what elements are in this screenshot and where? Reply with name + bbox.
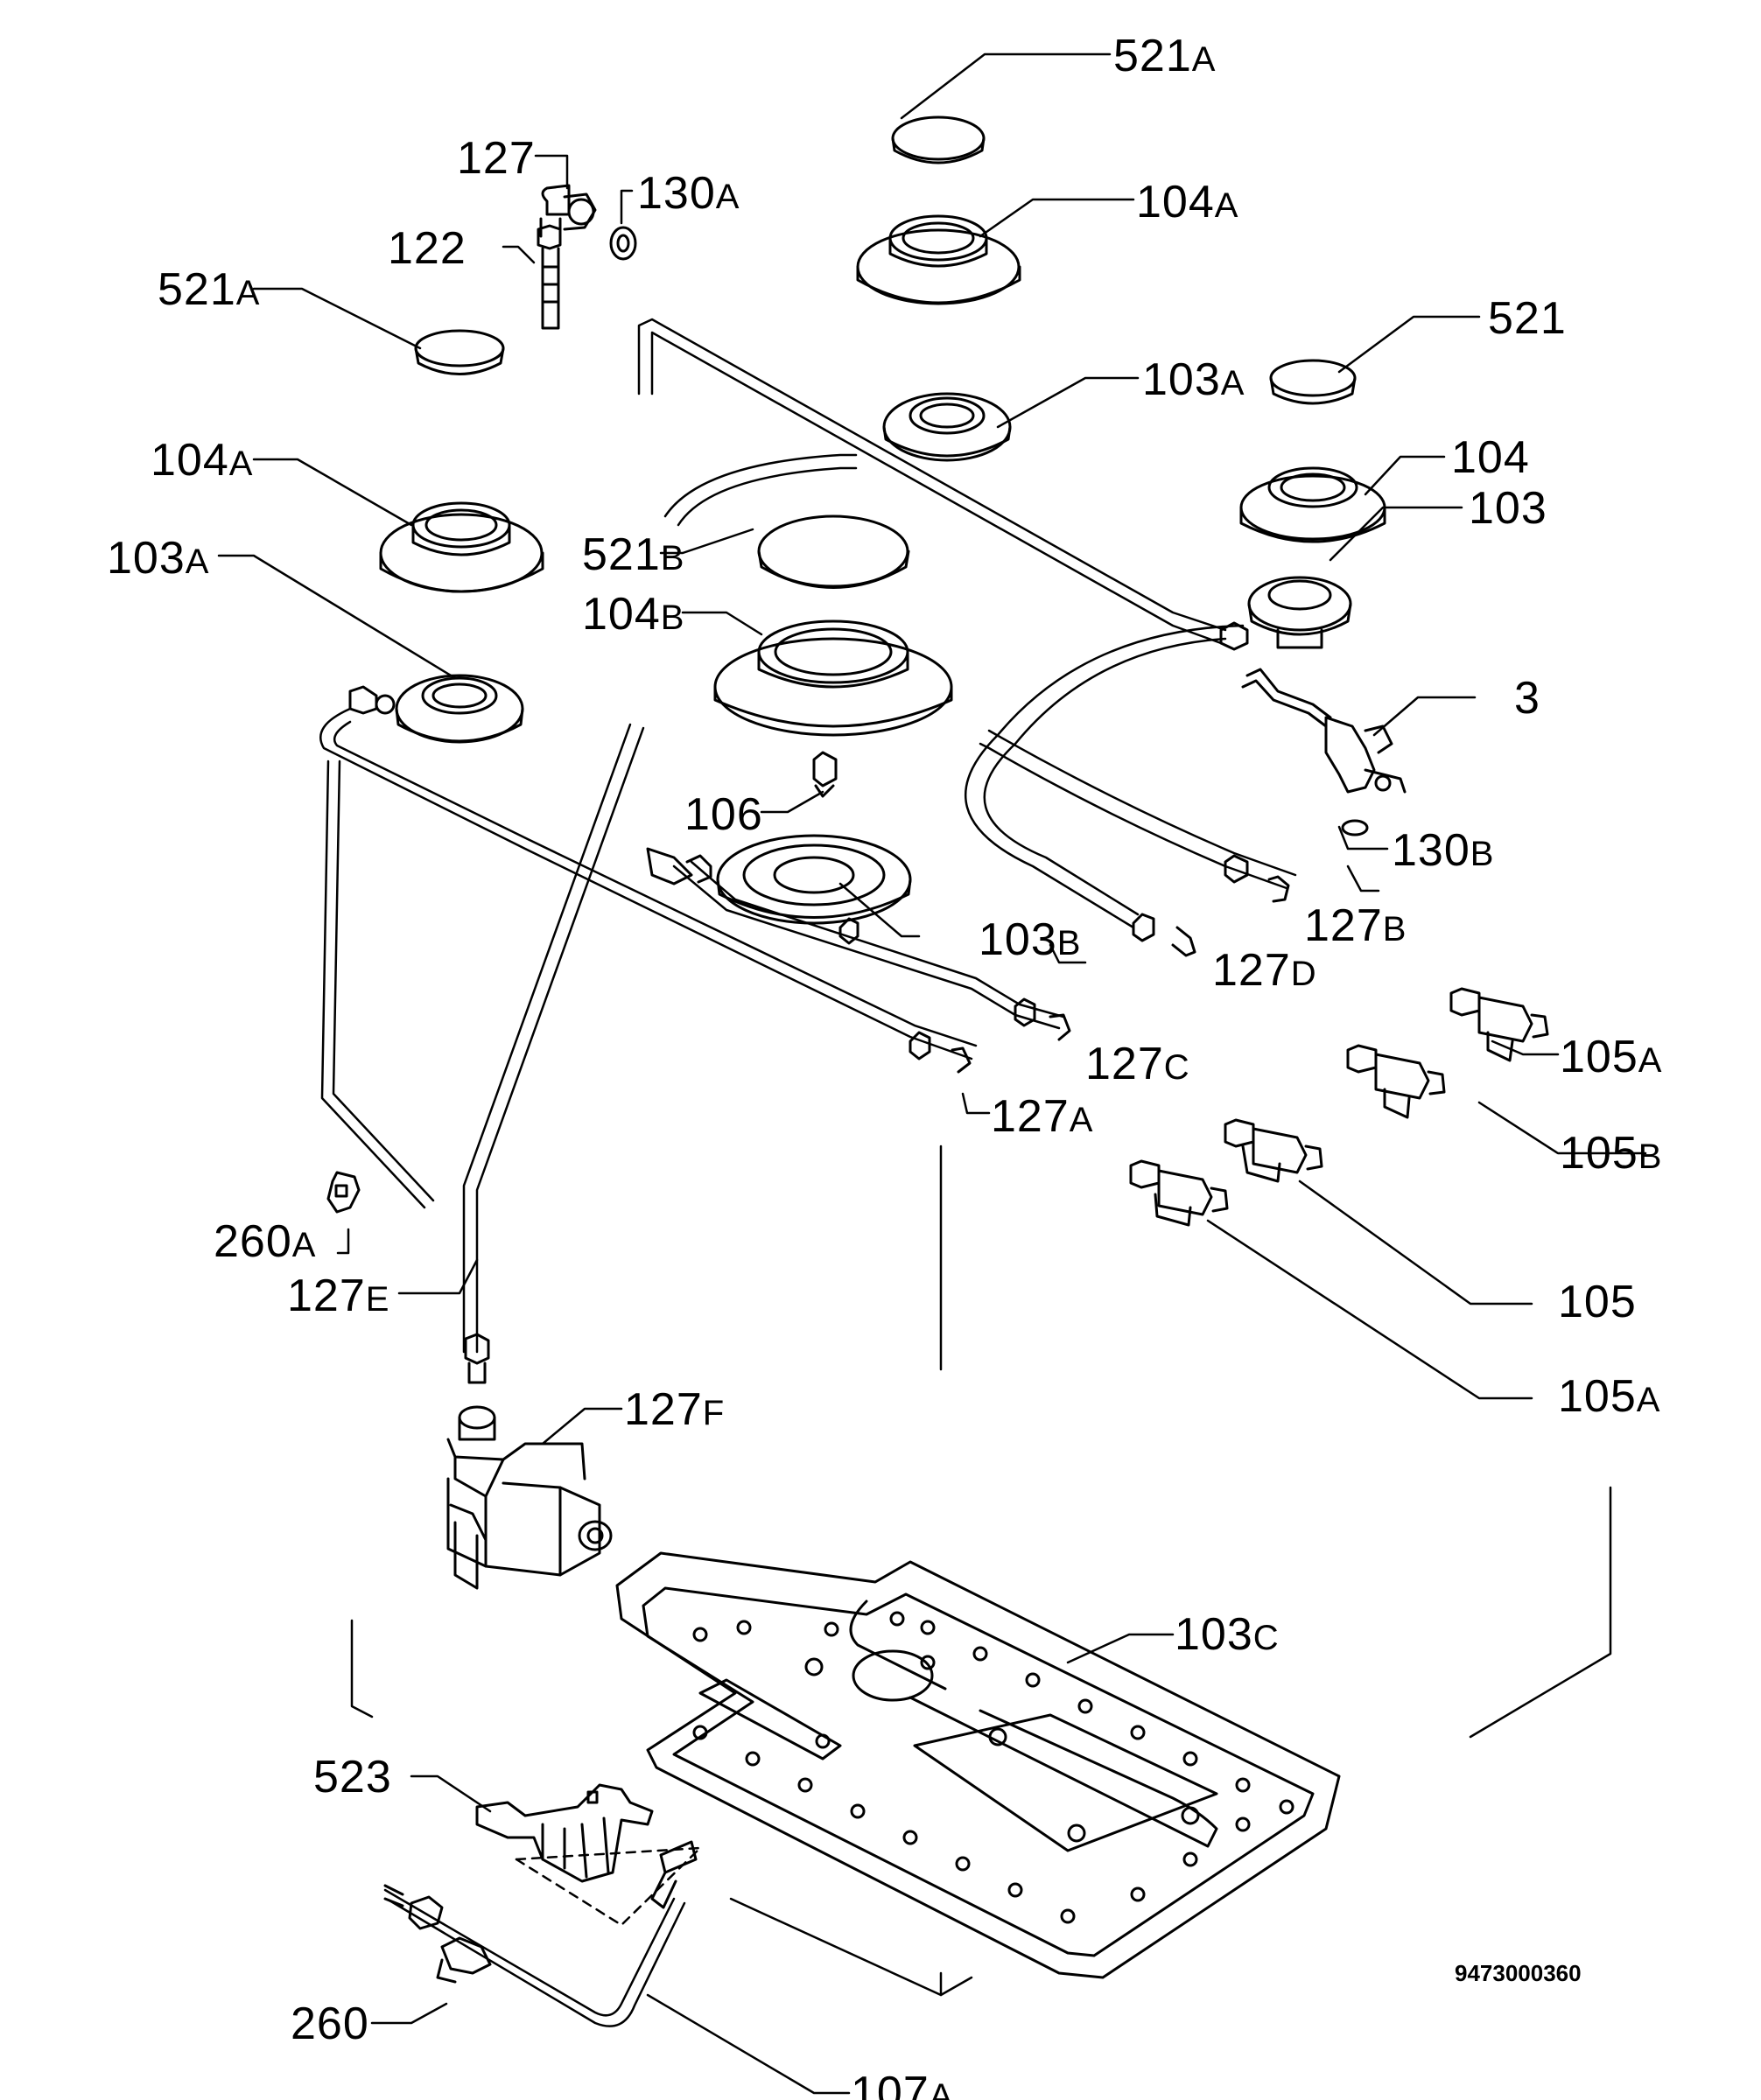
part-label-103a-top: 103A <box>1142 354 1245 405</box>
part-label-103b: 103B <box>979 914 1081 965</box>
part-label-260a: 260A <box>214 1216 316 1267</box>
drawing-code: 9473000360 <box>1455 1960 1582 1986</box>
part-label-105a-top: 105A <box>1560 1032 1662 1082</box>
part-label-127e: 127E <box>287 1270 389 1321</box>
burner-bases <box>395 392 1352 925</box>
part-label-127f: 127F <box>624 1384 725 1435</box>
gas-pipes <box>319 318 1297 2027</box>
part-label-127c: 127C <box>1085 1039 1189 1089</box>
burner-crowns <box>379 214 1386 737</box>
part-label-130b: 130B <box>1392 825 1494 876</box>
part-label-521a-top: 521A <box>1113 31 1216 81</box>
part-label-105b: 105B <box>1560 1128 1662 1179</box>
part-label-107a: 107A <box>851 2068 953 2100</box>
part-label-104a-left: 104A <box>151 435 253 486</box>
ignition-parts <box>383 1783 698 1984</box>
part-label-105: 105 <box>1558 1277 1637 1327</box>
part-label-130a: 130A <box>637 168 740 219</box>
part-label-127-top: 127 <box>457 133 536 184</box>
fittings <box>326 184 1407 1384</box>
safety-valve <box>446 1405 613 1590</box>
part-label-521b: 521B <box>582 529 684 580</box>
injectors <box>1129 987 1549 1227</box>
part-label-521a-left: 521A <box>158 264 260 315</box>
part-label-521: 521 <box>1488 293 1567 344</box>
leader-lines <box>217 52 1647 2095</box>
part-label-103a-left: 103A <box>107 533 209 584</box>
part-label-104b: 104B <box>582 589 684 640</box>
assembly-lines <box>350 1144 1612 1997</box>
part-label-127b: 127B <box>1304 900 1407 951</box>
part-label-127a: 127A <box>991 1091 1093 1142</box>
part-label-105a-bottom: 105A <box>1558 1371 1660 1422</box>
part-label-104a-top: 104A <box>1136 177 1238 228</box>
part-label-103c: 103C <box>1175 1609 1279 1660</box>
part-label-122: 122 <box>388 223 467 274</box>
part-label-106: 106 <box>684 789 763 840</box>
burner-caps <box>414 116 1357 589</box>
part-label-104: 104 <box>1451 432 1530 483</box>
gasket-plate <box>615 1551 1341 1979</box>
part-label-523: 523 <box>313 1752 392 1802</box>
part-label-260: 260 <box>291 1998 369 2049</box>
part-label-127d: 127D <box>1212 945 1316 996</box>
part-label-103: 103 <box>1469 483 1547 534</box>
part-label-3: 3 <box>1514 673 1540 724</box>
